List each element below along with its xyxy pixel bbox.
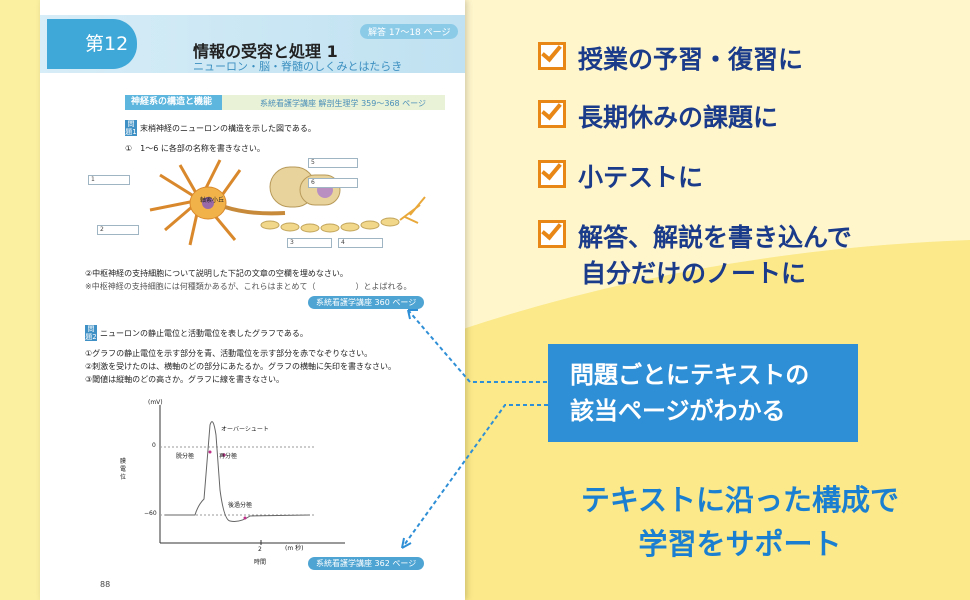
annotation-repolarization: 再分極: [219, 453, 238, 460]
question-2-item-3: ③閾値は縦軸のどの高さか。グラフに線を書きなさい。: [85, 375, 285, 384]
checkbox-icon: [538, 220, 566, 248]
question-2-text: ニューロンの静止電位と活動電位を表したグラフである。: [100, 329, 308, 338]
tagline: テキストに沿った構成で 学習をサポート: [540, 478, 940, 566]
chapter-subtitle: ニューロン・脳・脊髄のしくみとはたらき: [193, 60, 403, 73]
question-1-reference: 系統看護学講座 360 ページ: [308, 296, 425, 309]
callout-box: 問題ごとにテキストの 該当ページがわかる: [548, 344, 858, 442]
question-2-tag: 問題2: [85, 325, 97, 341]
question-1-tag: 問題1: [125, 120, 137, 136]
annotation-hyperpolarization: 後過分極: [228, 502, 253, 509]
blank-4: 4: [338, 238, 383, 248]
checkbox-icon: [538, 160, 566, 188]
x-unit-label: (m 秒): [285, 545, 304, 552]
y-axis-label: 膜電位: [120, 458, 127, 481]
chapter-title: 情報の受容と処理 1: [193, 42, 338, 61]
answer-pages-badge: 解答 17〜18 ページ: [360, 24, 459, 39]
checklist-label: 解答、解説を書き込んで: [578, 223, 852, 252]
checklist-item-2: 長期休みの課題に: [538, 100, 778, 136]
question-1-text: 末梢神経のニューロンの構造を示した図である。: [140, 124, 316, 133]
question-2-item-1: ①グラフの静止電位を示す部分を青、活動電位を示す部分を赤でなぞりなさい。: [85, 349, 373, 358]
checklist-item-4: 解答、解説を書き込んで 自分だけのノートに: [538, 220, 852, 292]
callout-line-1: 問題ごとにテキストの: [570, 361, 810, 389]
checklist-item-3: 小テストに: [538, 160, 703, 196]
checklist-label: 長期休みの課題に: [578, 103, 779, 132]
blank-6: 6: [308, 178, 358, 188]
callout-line-2: 該当ページがわかる: [570, 397, 786, 425]
y-unit-label: (mV): [148, 399, 163, 406]
annotation-overshoot: オーバーシュート: [221, 426, 269, 433]
y-tick-0: 0: [152, 442, 156, 449]
checklist-label-continued: 自分だけのノートに: [581, 259, 807, 288]
blank-1: 1: [88, 175, 130, 185]
tagline-line-1: テキストに沿った構成で: [580, 483, 900, 517]
question-2-reference: 系統看護学講座 362 ページ: [308, 557, 425, 570]
x-tick-2: 2: [258, 546, 262, 553]
section-reference: 系統看護学講座 解剖生理学 359〜368 ページ: [260, 99, 427, 108]
y-tick-minus60: −60: [144, 510, 157, 517]
question-1-item-1: ① 1〜6 に各部の名称を書きなさい。: [125, 144, 265, 153]
potential-graph: [159, 405, 345, 545]
page-number: 88: [100, 580, 111, 589]
section-label: 神経系の構造と機能: [125, 95, 223, 110]
question-1-item-2-text: ※中枢神経の支持細胞には何種類かあるが、これらはまとめて（ ）とよばれる。: [85, 282, 412, 291]
checklist-label: 小テストに: [578, 163, 704, 192]
blank-3: 3: [287, 238, 332, 248]
blank-5: 5: [308, 158, 358, 168]
chapter-badge: 第12回: [47, 19, 137, 105]
question-1-item-2: ②中枢神経の支持細胞について説明した下記の文章の空欄を埋めなさい。: [85, 269, 348, 278]
workbook-page: 解答 17〜18 ページ 情報の受容と処理 1 ニューロン・脳・脊髄のしくみとは…: [40, 0, 465, 600]
x-axis-label: 時間: [254, 559, 267, 566]
checklist-label: 授業の予習・復習に: [578, 45, 804, 74]
tagline-line-2: 学習をサポート: [638, 527, 842, 561]
checklist-item-1: 授業の予習・復習に: [538, 42, 803, 78]
checkbox-icon: [538, 100, 566, 128]
axon-hillock-label: 軸索小丘: [200, 197, 225, 204]
annotation-depolarization: 脱分極: [176, 453, 195, 460]
question-2-item-2: ②刺激を受けたのは、横軸のどの部分にあたるか。グラフの横軸に矢印を書きなさい。: [85, 362, 397, 371]
blank-2: 2: [97, 225, 139, 235]
checkbox-icon: [538, 42, 566, 70]
